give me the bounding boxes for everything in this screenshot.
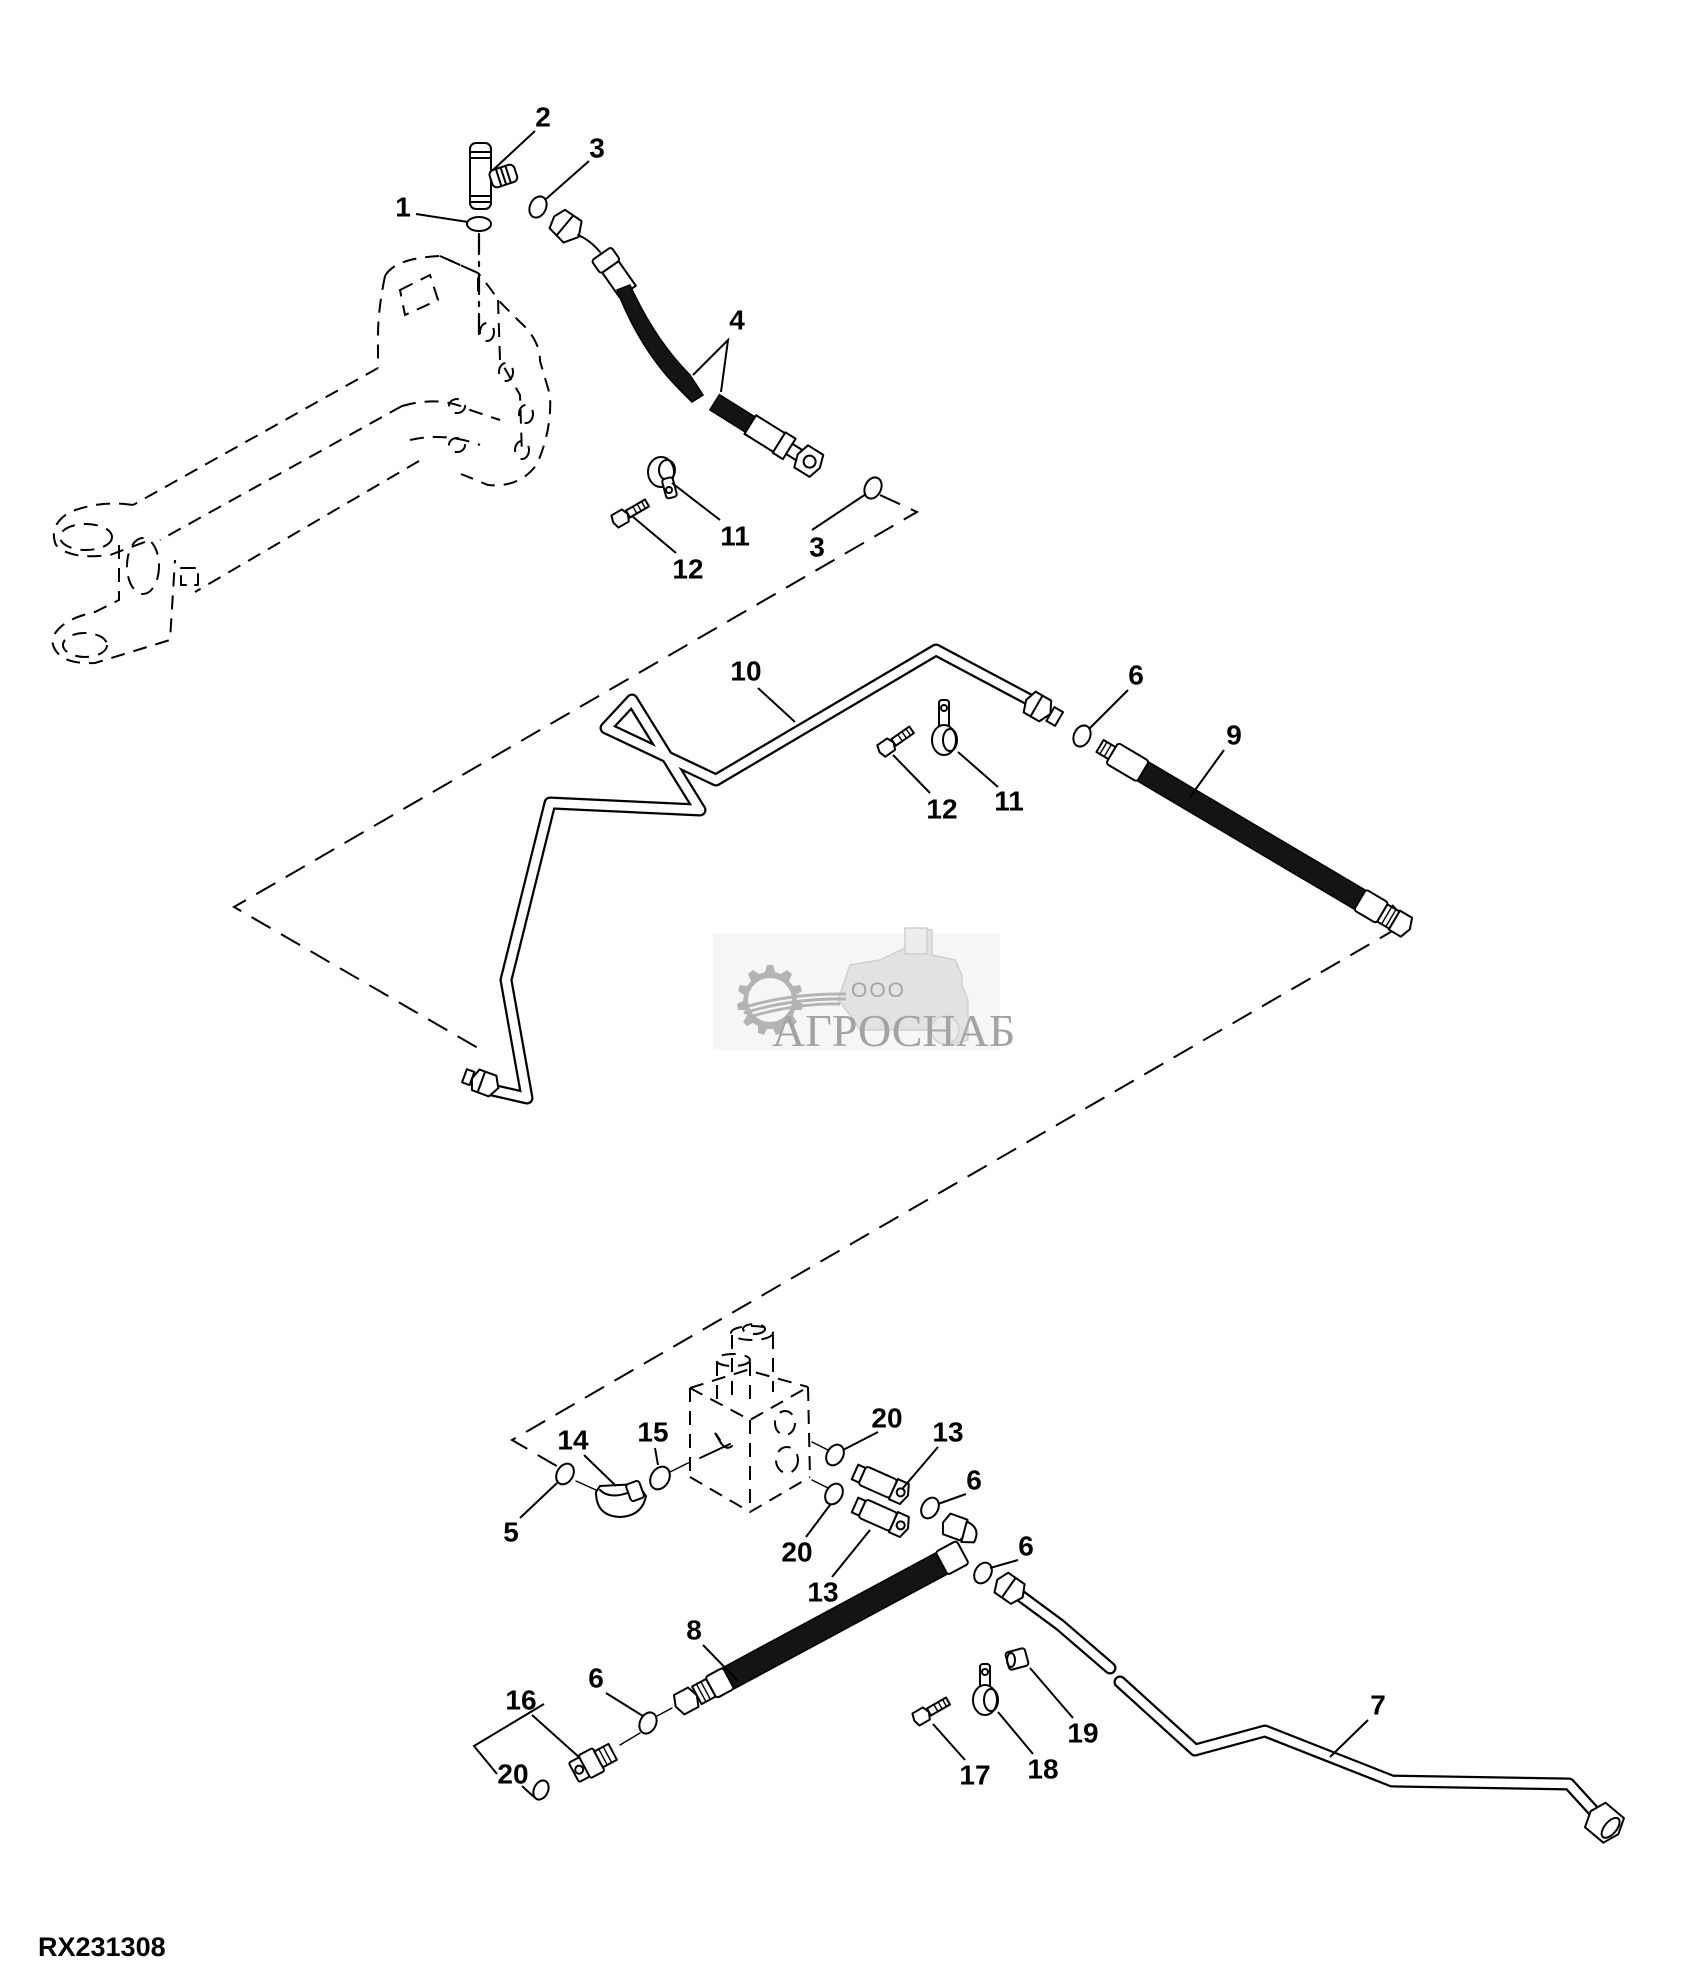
callout-9: 9 — [1226, 720, 1242, 751]
callout-11-upper: 11 — [720, 521, 750, 552]
swoosh-lines — [741, 992, 847, 1020]
elbow-fitting-14 — [595, 1479, 647, 1518]
valve-block — [689, 1323, 811, 1514]
callout-3-lower: 3 — [809, 532, 825, 563]
o-ring-6-fitting-16 — [638, 1711, 658, 1735]
callout-3-upper: 3 — [589, 133, 605, 164]
dashed-line-upper — [232, 494, 920, 1049]
axis-line-16 — [619, 1732, 641, 1746]
fitting-16 — [568, 1742, 618, 1783]
tee-fitting — [469, 142, 519, 210]
o-ring-6-upper — [920, 1496, 940, 1520]
figure-reference-code: RX231308 — [38, 1932, 166, 1962]
axis-line-6-hose-8 — [656, 1707, 673, 1717]
o-ring-3-lower — [863, 476, 883, 500]
cap-screw-12-middle — [876, 725, 915, 758]
bracket-16-20 — [472, 1703, 545, 1775]
callout-10: 10 — [730, 656, 761, 687]
callout-labels: 1 2 3 4 11 12 3 10 6 9 12 11 14 15 5 20 … — [395, 102, 1386, 1791]
hose-9 — [1095, 738, 1414, 938]
o-ring-20-lower — [824, 1482, 844, 1506]
leader-4 — [692, 337, 730, 393]
callout-16: 16 — [505, 1685, 536, 1716]
callout-8: 8 — [686, 1615, 702, 1646]
callout-12-middle: 12 — [926, 794, 957, 825]
axle-housing — [50, 254, 552, 665]
o-ring-3-upper — [528, 195, 548, 219]
clamp-18 — [972, 1663, 999, 1716]
leader-lines — [415, 130, 1369, 1798]
assembly-dashed-lines — [232, 232, 1410, 1469]
callout-12-upper: 12 — [672, 554, 703, 585]
hose-assembly-4 — [548, 208, 825, 478]
watermark-name: АГРОСНАБ — [772, 1005, 1015, 1056]
callout-7: 7 — [1370, 1690, 1386, 1721]
o-ring-6-line-10 — [1072, 724, 1092, 748]
callout-18: 18 — [1027, 1754, 1058, 1785]
watermark-logo: ООО АГРОСНАБ — [713, 927, 1015, 1056]
tube-7 — [993, 1571, 1625, 1844]
o-ring-20-upper — [825, 1443, 845, 1467]
callout-17: 17 — [959, 1760, 990, 1791]
callout-20-upper: 20 — [871, 1403, 902, 1434]
callout-15: 15 — [637, 1417, 668, 1448]
callout-2: 2 — [535, 102, 551, 133]
cap-screw-12-upper — [610, 498, 650, 529]
combine-harvester-icon — [837, 927, 969, 1046]
fitting-13-lower — [850, 1496, 910, 1539]
watermark-prefix: ООО — [851, 979, 906, 1002]
callout-13-lower: 13 — [807, 1577, 838, 1608]
cap-screw-17 — [911, 1696, 951, 1727]
callout-6-fitting-16: 6 — [588, 1663, 604, 1694]
o-ring-5 — [555, 1462, 575, 1486]
axis-line-14 — [575, 1480, 597, 1491]
o-ring-1 — [466, 216, 492, 232]
callout-13-upper: 13 — [932, 1417, 963, 1448]
hose-8 — [672, 1512, 978, 1716]
hose-clamp-11-upper — [647, 456, 678, 500]
callout-11-middle: 11 — [994, 786, 1024, 817]
axis-line-20-lower — [811, 1479, 829, 1489]
sleeve-19 — [1004, 1647, 1030, 1671]
callout-19: 19 — [1067, 1718, 1098, 1749]
o-ring-15 — [649, 1465, 671, 1491]
axis-line-20-upper — [811, 1441, 829, 1451]
o-ring-20-fitting-16 — [532, 1779, 550, 1801]
fitting-13-upper — [850, 1463, 910, 1506]
o-ring-6-tube-7 — [973, 1561, 993, 1585]
callout-6-tube-7: 6 — [1018, 1531, 1034, 1562]
callout-1: 1 — [395, 192, 411, 223]
callout-20-lower: 20 — [781, 1537, 812, 1568]
callout-6-line-10: 6 — [1128, 660, 1144, 691]
callout-20-fitting-16: 20 — [497, 1759, 528, 1790]
callout-4: 4 — [729, 305, 745, 336]
callout-5: 5 — [503, 1517, 519, 1548]
hydraulic-line-10 — [461, 643, 1065, 1105]
axis-line-15 — [669, 1461, 691, 1473]
hose-clamp-11-middle — [931, 699, 958, 756]
callout-14: 14 — [557, 1425, 589, 1456]
callout-6-upper: 6 — [966, 1465, 982, 1496]
